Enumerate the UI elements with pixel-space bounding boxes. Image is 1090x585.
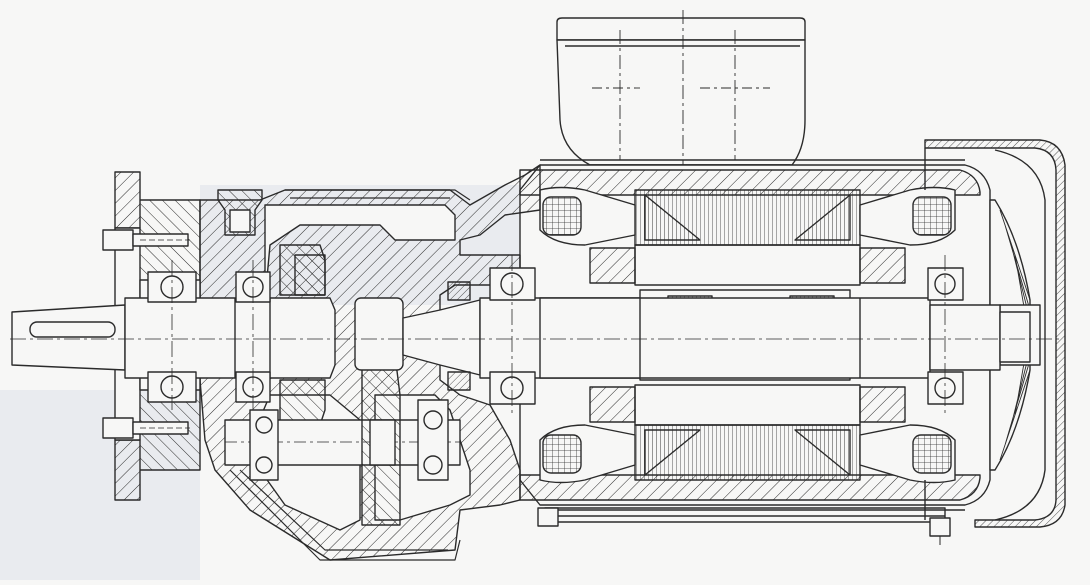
- fan-cowl: [924, 139, 1066, 528]
- output-gear: [279, 244, 326, 426]
- motor-shaft: [479, 297, 1031, 379]
- tie-rod: [537, 507, 951, 545]
- motor-pinion: [354, 297, 481, 376]
- center-lines: [10, 255, 1060, 415]
- output-shaft: [11, 297, 336, 379]
- stator-windings: [539, 186, 956, 484]
- oil-plug: [217, 189, 263, 236]
- intermediate-shaft: [224, 354, 461, 526]
- stator-core: [634, 189, 861, 481]
- terminal-box: [556, 10, 806, 176]
